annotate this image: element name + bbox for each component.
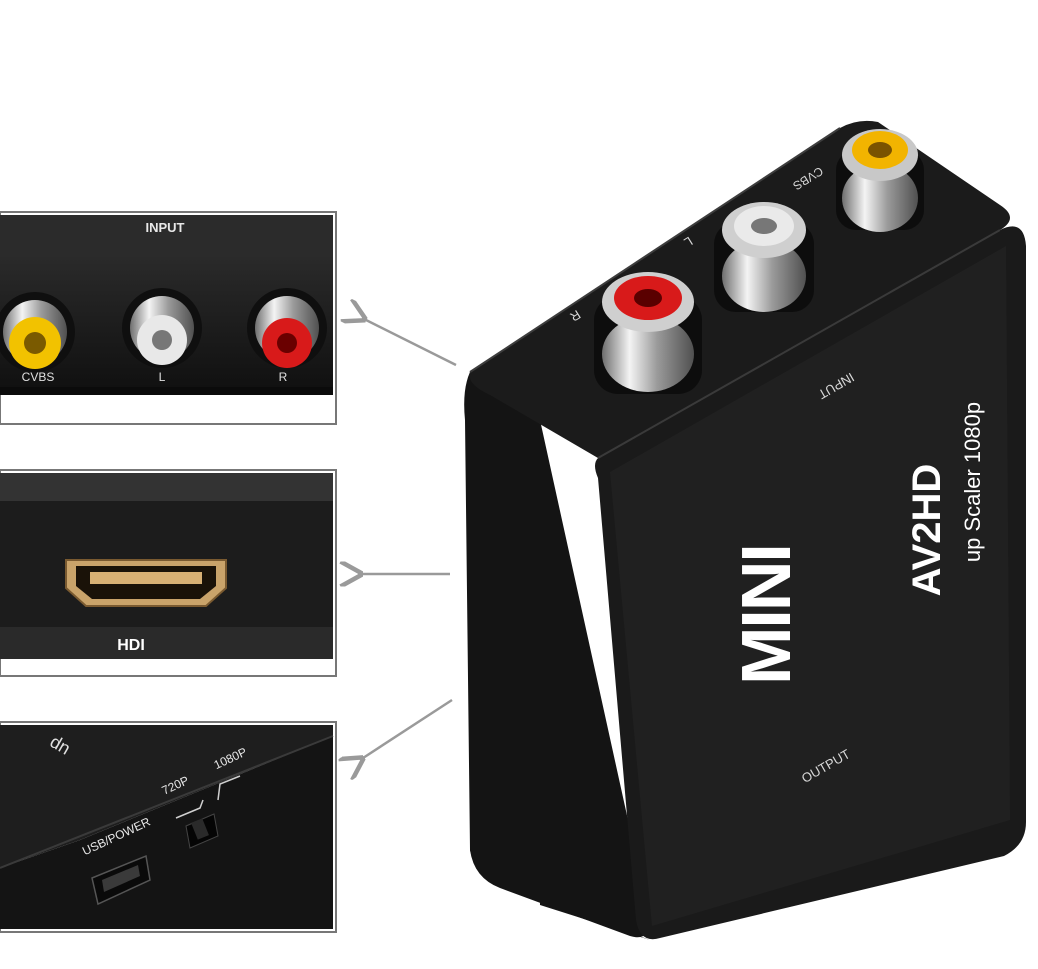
- input-port-label-l: L: [159, 370, 166, 384]
- device-rca-cvbs: [836, 129, 924, 232]
- input-detail-panel: INPUT CVBS L R: [0, 211, 337, 425]
- hdmi-detail-panel: HDI: [0, 469, 337, 677]
- arrow-power: [360, 698, 453, 760]
- device-brand-mini: MINI: [727, 545, 805, 685]
- device-rca-l: [714, 202, 814, 312]
- hdmi-port-label: HDI: [117, 637, 145, 654]
- hdmi-port: [65, 559, 227, 607]
- input-port-label-cvbs: CVBS: [22, 370, 55, 384]
- av2hd-converter-device: CVBS L R INPUT OUTPUT MINI AV2HD up Scal…: [464, 120, 1026, 940]
- arrow-input: [362, 318, 457, 367]
- device-rca-r: [594, 272, 702, 394]
- rca-r-jack: [247, 288, 327, 368]
- input-panel-header: INPUT: [146, 220, 185, 235]
- device-subtitle: up Scaler 1080p: [960, 402, 985, 562]
- rca-cvbs-jack: [0, 292, 75, 372]
- resolution-switch: [185, 813, 219, 849]
- power-detail-panel: up USB/POWER 720P 1080P: [0, 721, 337, 933]
- rca-l-jack: [122, 288, 202, 368]
- callout-arrows: [358, 318, 457, 760]
- mini-usb-port: [91, 854, 151, 906]
- input-port-label-r: R: [279, 370, 288, 384]
- device-model-av2hd: AV2HD: [905, 464, 949, 597]
